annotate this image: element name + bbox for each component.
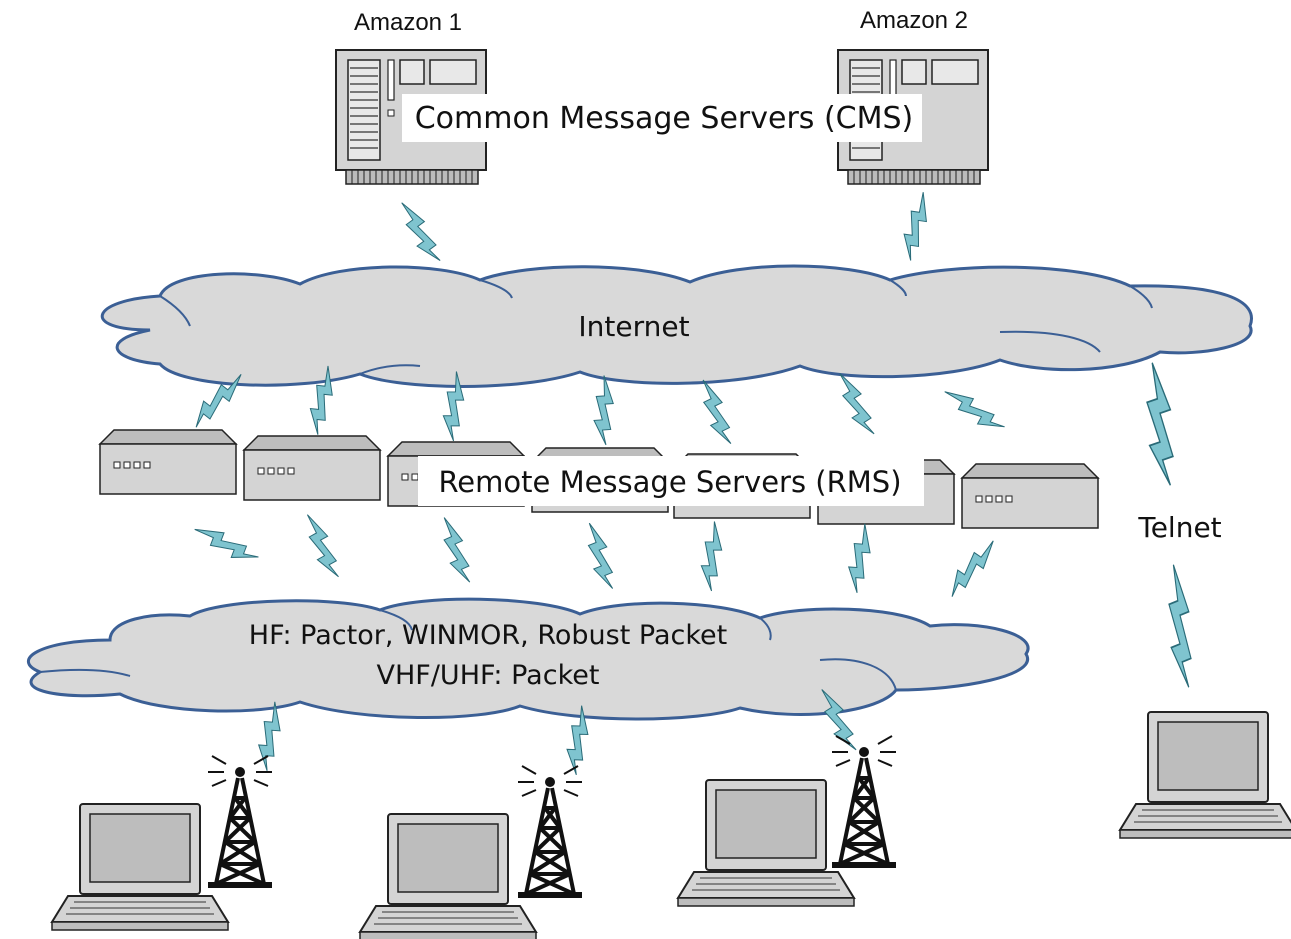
lightning-icon: [893, 190, 939, 262]
lightning-icon: [587, 374, 621, 446]
amazon2-label: Amazon 2: [860, 7, 968, 34]
rms-modem-icon: [961, 463, 1099, 529]
radio-network-line1: HF: Pactor, WINMOR, Robust Packet: [249, 620, 727, 651]
rms-modem-icon: [99, 429, 237, 495]
telnet-lightning-icon: [1168, 563, 1192, 689]
rms-modem-icon: [243, 435, 381, 501]
telnet-laptop-icon: [1119, 711, 1291, 839]
lightning-icon: [397, 196, 443, 268]
radio-network-cloud-icon: [26, 597, 1030, 721]
cms-label: Common Message Servers (CMS): [415, 101, 914, 136]
client-laptop-icon: [359, 813, 537, 939]
lightning-icon: [839, 522, 881, 594]
lightning-icon: [584, 520, 616, 592]
lightning-icon: [191, 515, 261, 573]
rms-label: Remote Message Servers (RMS): [438, 465, 901, 499]
telnet-label: Telnet: [1137, 511, 1221, 544]
lightning-icon: [939, 537, 1005, 599]
lightning-icon: [303, 510, 341, 582]
client-laptop-icon: [51, 803, 229, 931]
radio-tower-icon: [206, 754, 274, 890]
lightning-icon: [941, 379, 1007, 441]
amazon1-label: Amazon 1: [354, 9, 462, 36]
lightning-icon: [698, 376, 734, 448]
telnet-lightning-icon: [1146, 361, 1174, 487]
client-laptop-icon: [677, 779, 855, 907]
rms-label-box: [418, 456, 924, 506]
lightning-icon: [439, 514, 473, 586]
lightning-icon: [693, 520, 731, 592]
cms-label-box: [402, 94, 922, 142]
lightning-icon: [835, 368, 877, 440]
radio-tower-icon: [830, 734, 898, 870]
radio-tower-icon: [516, 764, 584, 900]
internet-label: Internet: [578, 310, 689, 343]
internet-cloud-icon: [101, 264, 1253, 388]
radio-network-line2: VHF/UHF: Packet: [377, 660, 600, 691]
